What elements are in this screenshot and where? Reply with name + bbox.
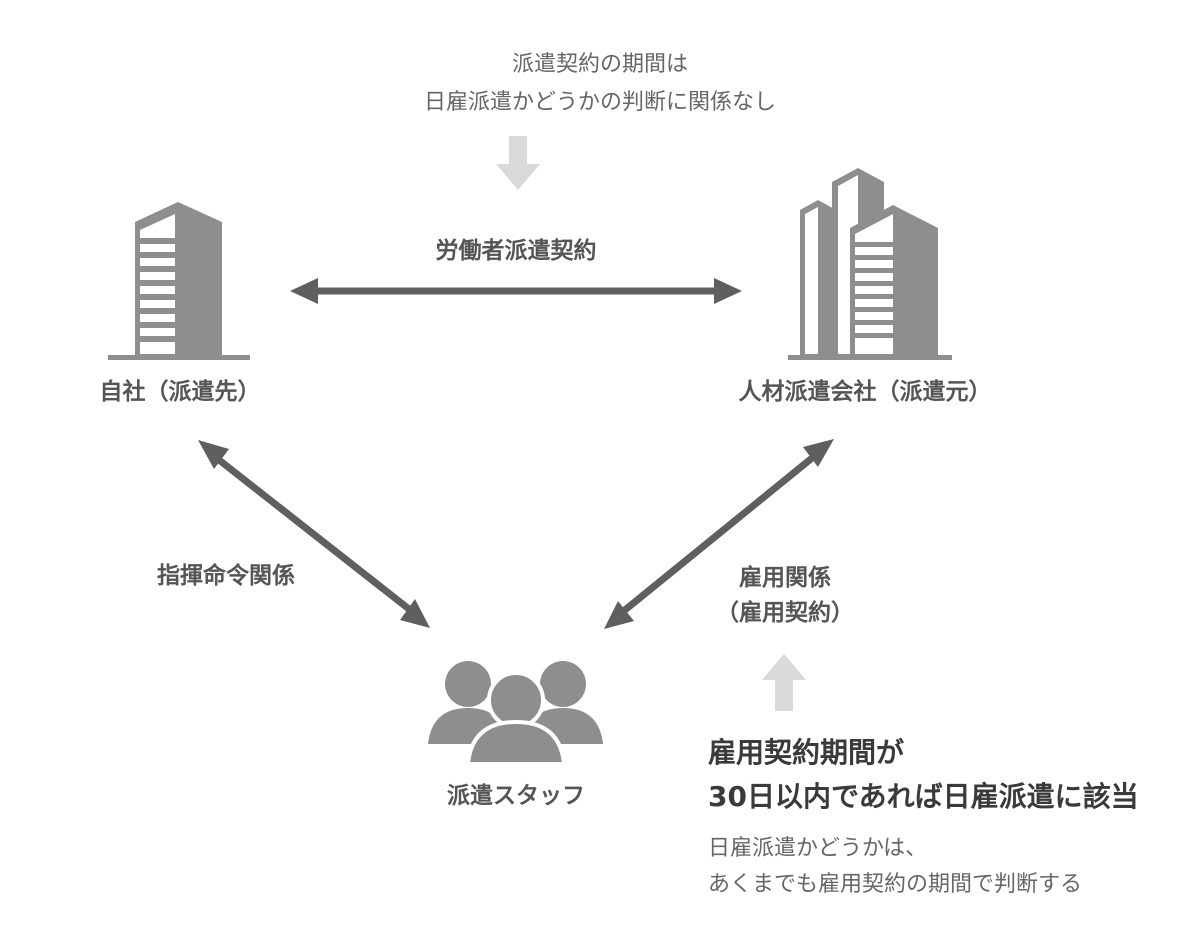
- top-down-arrow: [496, 136, 540, 190]
- employment-relation-line1: 雇用関係: [739, 565, 831, 591]
- staff-label: 派遣スタッフ: [447, 783, 585, 809]
- highlight-line2: 30日以内であれば日雇派遣に該当: [708, 780, 1139, 813]
- top-note-line2: 日雇派遣かどうかの判断に関係なし: [423, 90, 776, 115]
- bottom-up-arrow: [762, 654, 806, 711]
- contract-double-arrow: [290, 278, 742, 304]
- client-building-icon: [108, 202, 250, 360]
- employment-double-arrow: [604, 439, 834, 629]
- contract-label: 労働者派遣契約: [435, 238, 597, 264]
- bottom-note-line1: 日雇派遣かどうかは、: [708, 836, 928, 861]
- staff-people-icon: [428, 661, 603, 766]
- client-company-label: 自社（派遣先）: [99, 379, 261, 405]
- agency-company-label: 人材派遣会社（派遣元）: [738, 379, 992, 405]
- command-relation-label: 指揮命令関係: [157, 563, 295, 589]
- employment-relation-line2: （雇用契約）: [716, 600, 854, 626]
- highlight-line1: 雇用契約期間が: [708, 736, 905, 769]
- bottom-note-line2: あくまでも雇用契約の期間で判断する: [708, 872, 1083, 897]
- agency-building-icon: [788, 168, 952, 360]
- top-note-line1: 派遣契約の期間は: [511, 52, 688, 77]
- command-double-arrow: [198, 440, 430, 628]
